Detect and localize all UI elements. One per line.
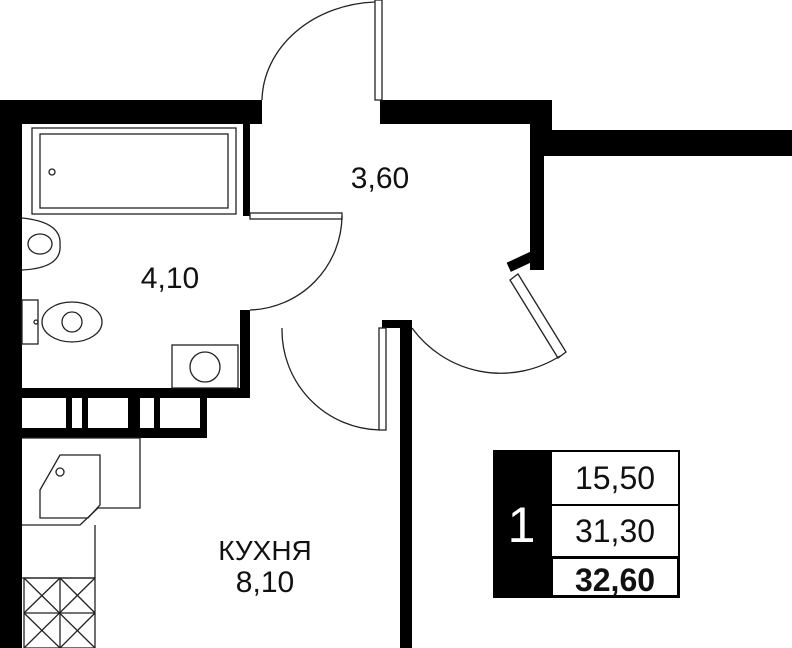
hob — [23, 577, 96, 648]
doors — [249, 0, 567, 431]
room-name-kitchen: КУХНЯ — [218, 535, 312, 566]
counter — [22, 437, 141, 526]
info-box-background — [493, 450, 550, 598]
room-area-bathroom: 4,10 — [140, 262, 200, 295]
entrance-door-leaf — [374, 0, 383, 101]
room-area-hall: 3,60 — [350, 162, 410, 195]
sink — [21, 217, 61, 271]
walls — [0, 100, 792, 648]
rooms-count: 1 — [507, 497, 536, 553]
bathtub — [31, 127, 237, 215]
entrance-door-arc — [261, 1, 376, 101]
stove-corner — [39, 454, 101, 519]
toilet — [21, 299, 39, 345]
bathroom-door-leaf — [249, 212, 343, 220]
washing-machine — [171, 344, 239, 389]
kitchen-door-leaf — [378, 327, 387, 431]
area-without-balcony: 31,30 — [550, 504, 680, 558]
room-area-kitchen: 8,10 — [235, 566, 295, 599]
fixtures — [21, 127, 239, 648]
living-area: 15,50 — [550, 450, 680, 506]
total-area: 32,60 — [550, 556, 680, 598]
room-door-leaf — [509, 273, 567, 359]
